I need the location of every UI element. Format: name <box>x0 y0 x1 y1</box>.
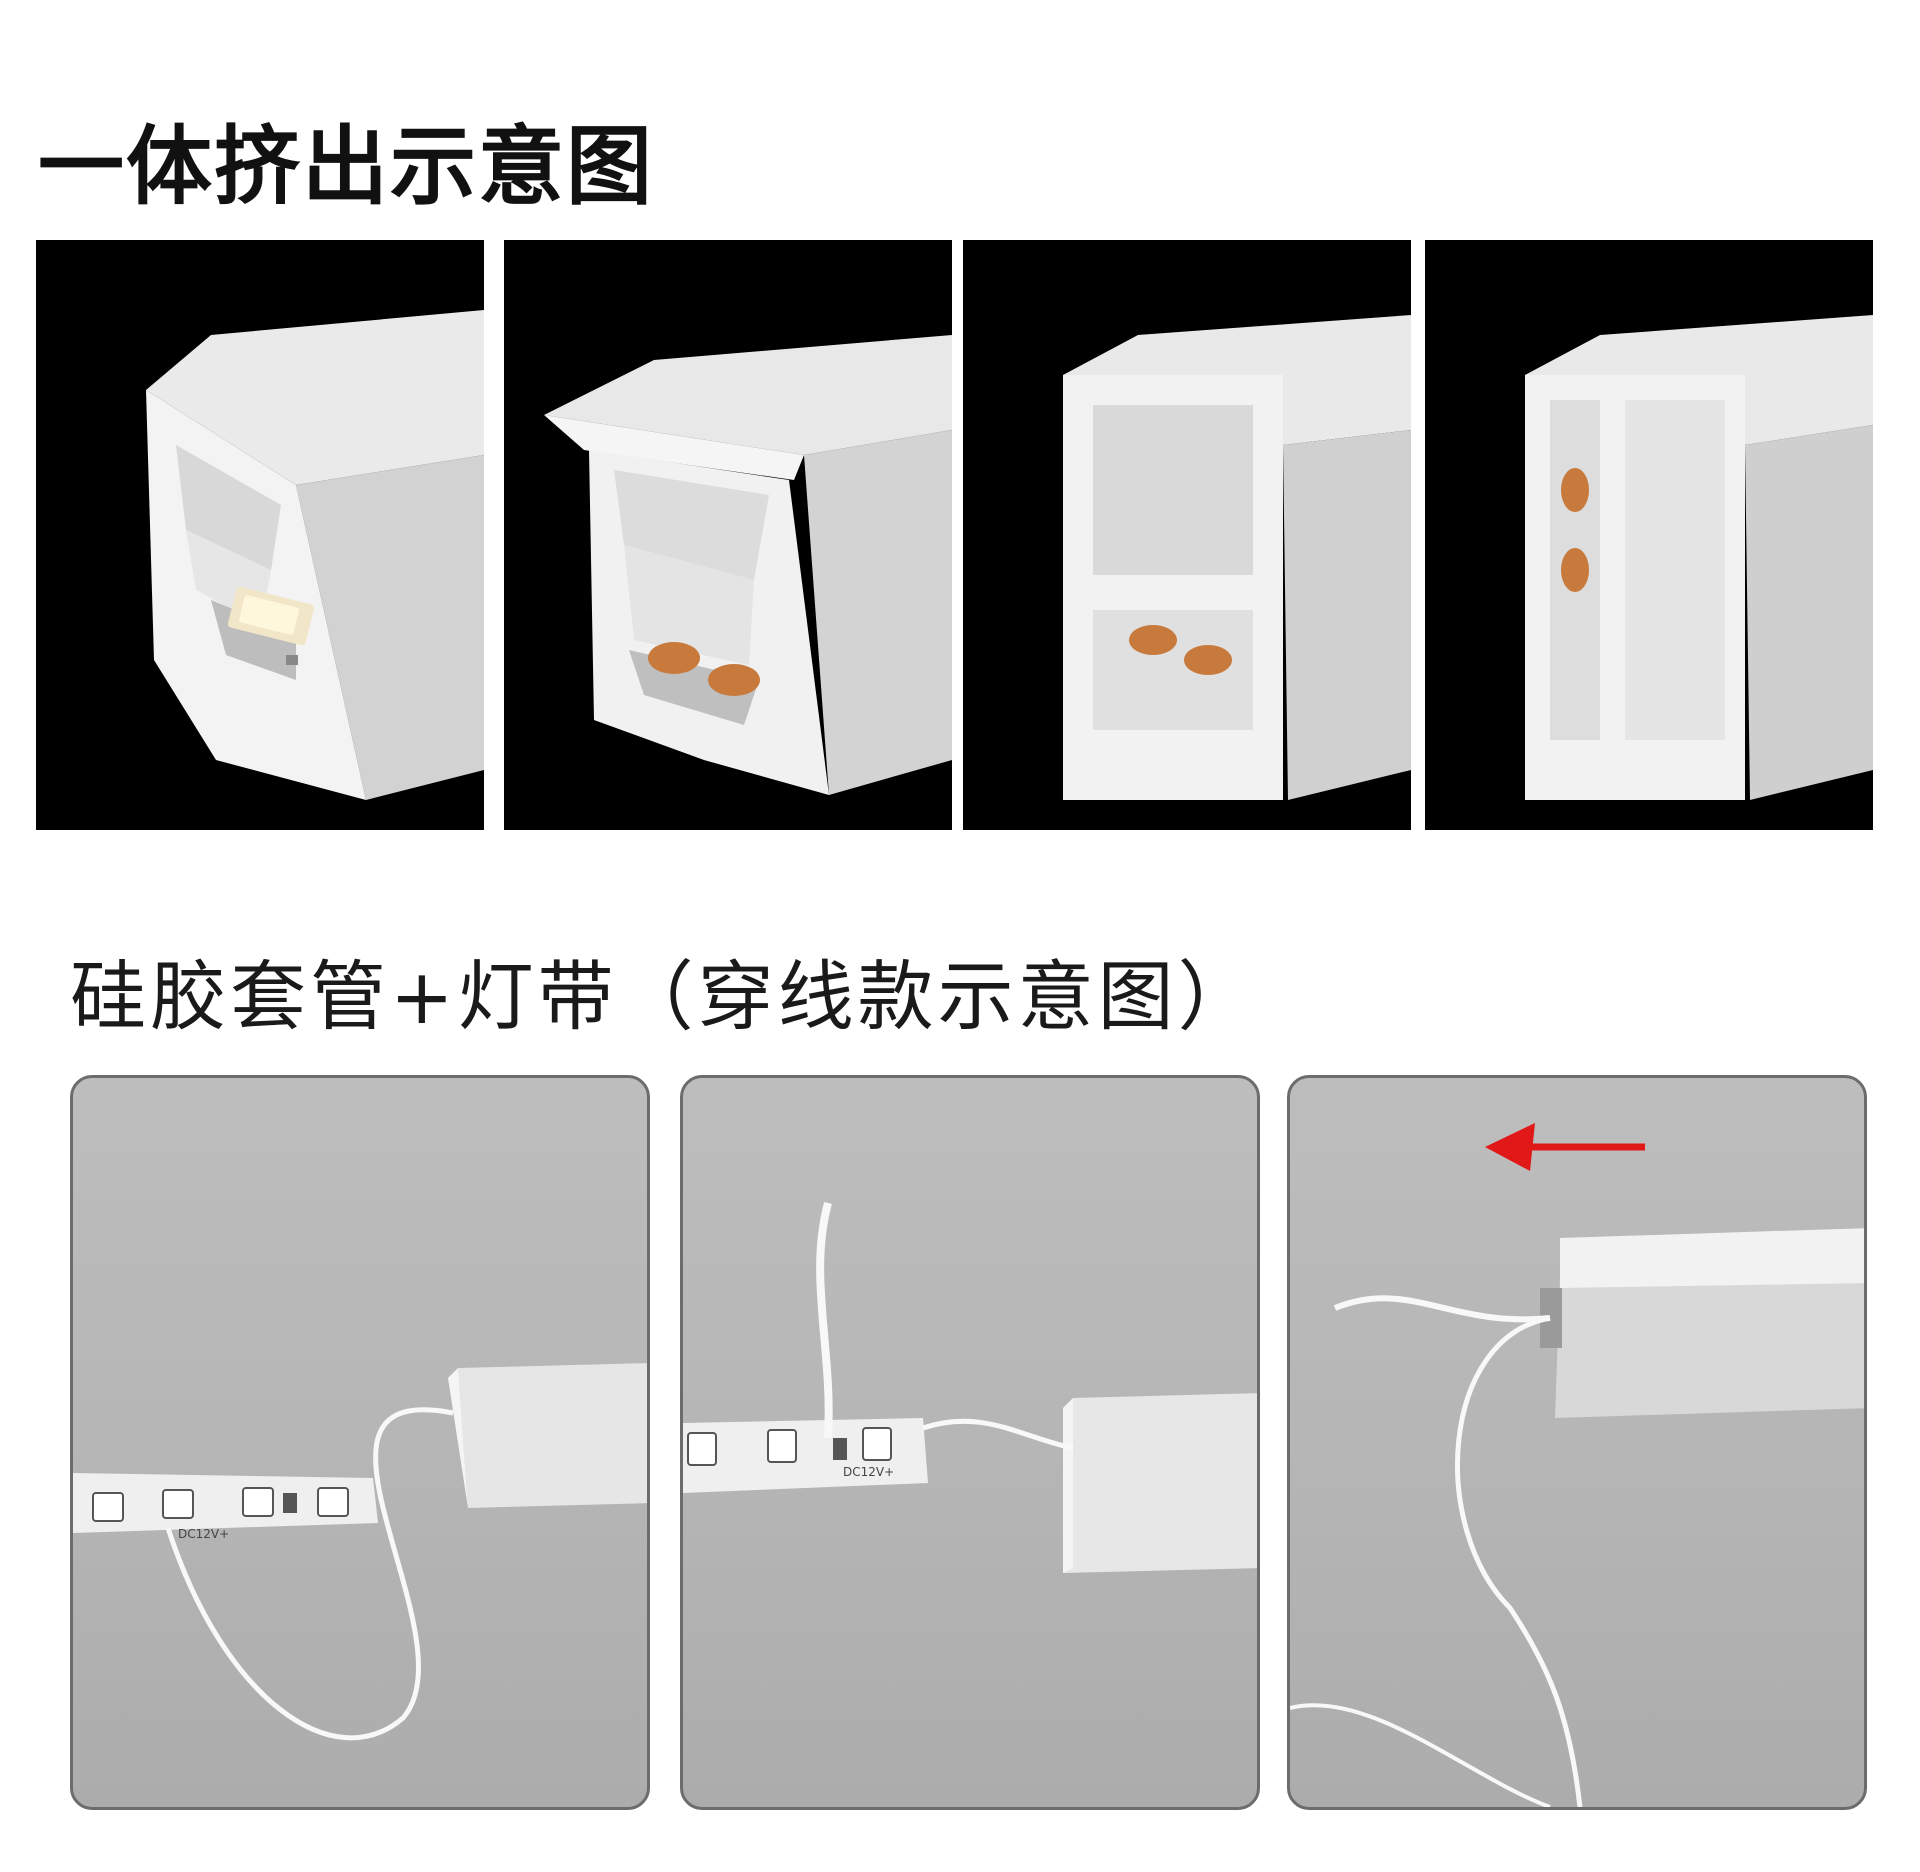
extrusion-title: 一体挤出示意图 <box>38 117 654 217</box>
profile-illustration-1 <box>146 310 484 800</box>
profile-illustration-2 <box>544 335 952 795</box>
threading-illustration-3 <box>1290 1123 1864 1807</box>
led-strip-2 <box>687 1427 892 1466</box>
extrusion-panel-3 <box>963 240 1411 830</box>
extrusion-panel-1 <box>36 240 484 830</box>
profile-illustration-4 <box>1525 315 1873 800</box>
threading-title: 硅胶套管+灯带（穿线款示意图） <box>70 952 1258 1041</box>
arrow-left-icon <box>1485 1123 1645 1171</box>
extrusion-panel-2 <box>504 240 952 830</box>
voltage-label-1: DC12V+ <box>178 1527 229 1541</box>
led-strip-1 <box>92 1487 349 1522</box>
threading-illustration-1: DC12V+ <box>73 1363 647 1741</box>
threading-step-1: DC12V+ <box>70 1075 650 1810</box>
profile-illustration-3 <box>1063 315 1411 800</box>
threading-illustration-2: DC12V+ <box>683 1201 1257 1573</box>
threading-step-2: DC12V+ <box>680 1075 1260 1810</box>
voltage-label-2: DC12V+ <box>843 1465 894 1479</box>
extrusion-panel-4 <box>1425 240 1873 830</box>
threading-step-3 <box>1287 1075 1867 1810</box>
